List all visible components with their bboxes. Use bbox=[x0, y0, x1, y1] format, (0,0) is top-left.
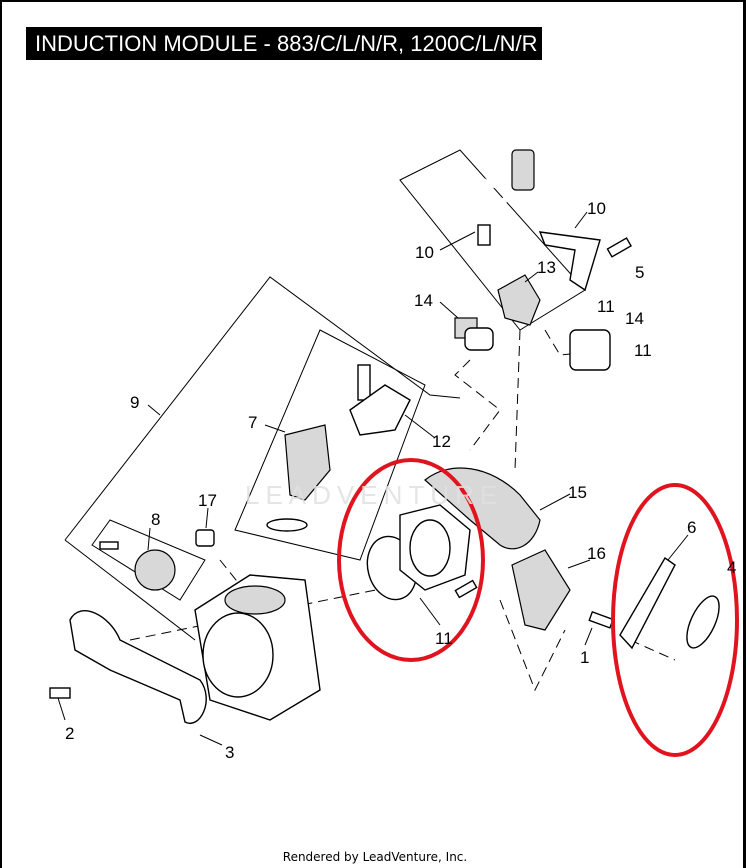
callout-14[interactable]: 14 bbox=[625, 309, 644, 328]
assembly-line bbox=[629, 639, 676, 661]
idle-air-control bbox=[284, 424, 331, 501]
callout-17[interactable]: 17 bbox=[198, 491, 217, 510]
callout-11[interactable]: 11 bbox=[597, 297, 615, 316]
fuel-line-bracket bbox=[538, 231, 601, 292]
tps-screw bbox=[99, 541, 119, 550]
highlight-ellipse-6-4 bbox=[611, 483, 739, 757]
injector-housing bbox=[497, 274, 541, 326]
adapter-bore bbox=[409, 519, 451, 577]
bolt-1 bbox=[588, 610, 614, 629]
map-sensor bbox=[511, 549, 571, 631]
assembly-line bbox=[499, 599, 566, 692]
leader-line bbox=[667, 534, 689, 561]
leader-line bbox=[147, 404, 161, 416]
callout-4[interactable]: 4 bbox=[727, 558, 736, 577]
callout-13[interactable]: 13 bbox=[537, 258, 556, 277]
throttle-bracket bbox=[69, 610, 207, 725]
callout-11[interactable]: 11 bbox=[435, 629, 453, 648]
leader-line bbox=[205, 507, 209, 529]
callout-15[interactable]: 15 bbox=[568, 483, 587, 502]
sensor-bracket-12 bbox=[349, 384, 411, 436]
callout-9[interactable]: 9 bbox=[130, 393, 139, 412]
leader-line bbox=[439, 301, 459, 319]
bolt-2 bbox=[49, 687, 71, 699]
callout-7[interactable]: 7 bbox=[248, 413, 257, 432]
throttle-cable-drum bbox=[224, 585, 286, 615]
hose-fitting bbox=[511, 149, 535, 191]
callout-6[interactable]: 6 bbox=[687, 518, 696, 537]
callout-8[interactable]: 8 bbox=[151, 510, 160, 529]
callout-14[interactable]: 14 bbox=[414, 291, 433, 310]
leader-line bbox=[567, 559, 591, 569]
hose-connector bbox=[477, 224, 491, 246]
bolt-5 bbox=[606, 237, 632, 258]
leader-line bbox=[264, 424, 286, 433]
assembly-line bbox=[544, 329, 611, 356]
callout-3[interactable]: 3 bbox=[225, 743, 234, 762]
fuel-hose-fill bbox=[437, 159, 528, 214]
leader-line bbox=[439, 231, 476, 251]
iac-screw bbox=[357, 364, 371, 401]
fuel-injector-left bbox=[464, 327, 494, 351]
callout-2[interactable]: 2 bbox=[65, 724, 74, 743]
group-outline-7 bbox=[234, 329, 426, 561]
leader-line bbox=[419, 597, 441, 626]
intake-manifold bbox=[424, 467, 541, 550]
assembly-line bbox=[514, 329, 521, 471]
callout-10[interactable]: 10 bbox=[587, 199, 606, 218]
fuel-injector-right bbox=[569, 329, 611, 371]
leader-line bbox=[199, 734, 223, 746]
leader-line bbox=[574, 211, 588, 229]
watermark: LEADVENTURE bbox=[245, 480, 503, 510]
leader-line bbox=[57, 697, 66, 721]
gasket-6 bbox=[619, 556, 676, 650]
group-outline-9 bbox=[64, 276, 461, 541]
callout-10[interactable]: 10 bbox=[415, 243, 434, 262]
assembly-line bbox=[454, 359, 501, 451]
adapter-screw bbox=[454, 579, 478, 599]
callout-1[interactable]: 1 bbox=[580, 648, 589, 667]
seal-ring-4 bbox=[686, 595, 720, 649]
part-17 bbox=[195, 529, 215, 547]
highlight-ellipse-11 bbox=[337, 458, 485, 662]
leader-line bbox=[147, 527, 151, 551]
o-ring-7 bbox=[266, 518, 308, 532]
callout-11[interactable]: 11 bbox=[634, 341, 652, 360]
throttle-position-sensor bbox=[134, 549, 176, 591]
leader-line bbox=[524, 271, 539, 283]
leader-line bbox=[539, 493, 571, 511]
callout-5[interactable]: 5 bbox=[635, 263, 644, 282]
throttle-bore bbox=[202, 612, 274, 698]
callout-16[interactable]: 16 bbox=[587, 544, 606, 563]
footer-credit: Rendered by LeadVenture, Inc. bbox=[282, 850, 468, 864]
leader-line bbox=[404, 414, 436, 439]
diagram-title: INDUCTION MODULE - 883/C/L/N/R, 1200C/L/… bbox=[26, 27, 542, 60]
group-outline-9b bbox=[64, 539, 196, 641]
callout-12[interactable]: 12 bbox=[432, 432, 451, 451]
leader-line bbox=[584, 627, 593, 646]
